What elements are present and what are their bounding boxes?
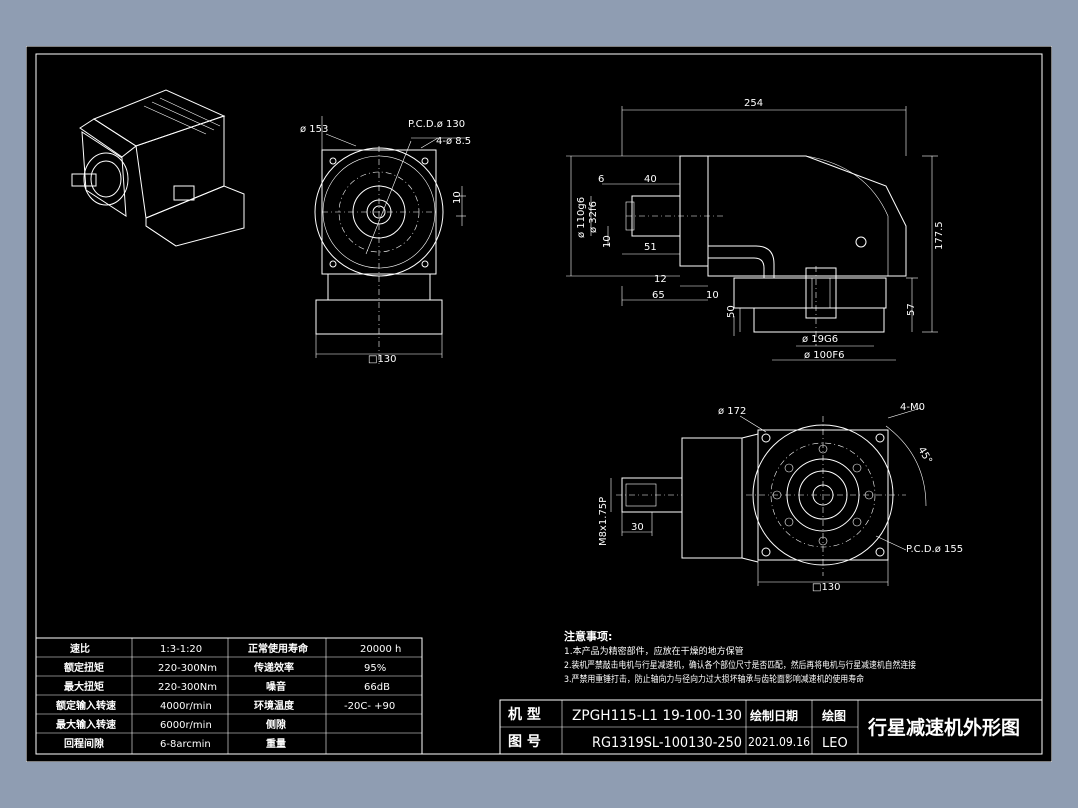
dim-front-holes: 4-ø 8.5	[436, 136, 471, 147]
dim-side-32: ø 32f6	[588, 201, 599, 233]
spec-r4-l1: 最大输入转速	[56, 718, 116, 731]
dim-side-65: 65	[652, 290, 665, 301]
dim-side-254: 254	[744, 98, 763, 109]
dim-bot-172: ø 172	[718, 406, 746, 417]
spec-r1-l2: 传递效率	[253, 661, 294, 674]
tb-model-value: ZPGH115-L1 19-100-130	[572, 708, 742, 724]
spec-r0-v1: 1:3-1:20	[160, 644, 202, 655]
side-view: 254 6 40 ø 110g6 ø 32f6 10 51 177.5 12 6…	[566, 98, 945, 361]
tb-title: 行星减速机外形图	[867, 716, 1020, 739]
tb-date-value: 2021.09.16	[748, 735, 810, 749]
spec-r3-v2: -20C- +90	[344, 701, 395, 712]
dim-side-40: 40	[644, 174, 657, 185]
tb-date-label: 绘制日期	[750, 708, 798, 723]
tb-draw-label: 绘图	[822, 708, 846, 723]
spec-r5-v1: 6-8arcmin	[160, 739, 211, 750]
dim-side-50: 50	[726, 305, 737, 318]
spec-table: 速比 1:3-1:20 正常使用寿命 20000 h 额定扭矩 220-300N…	[35, 637, 423, 755]
front-view: ø 153 P.C.D.ø 130 4-ø 8.5 10 □130	[300, 116, 471, 366]
spec-r3-v1: 4000r/min	[160, 701, 212, 712]
dim-side-19: ø 19G6	[802, 334, 838, 345]
spec-r3-l2: 环境温度	[254, 699, 295, 712]
dim-side-110: ø 110g6	[576, 197, 587, 238]
dim-bot-4m: 4-M0	[900, 402, 925, 413]
notes: 注意事项: 1.本产品为精密部件，应放在干燥的地方保管 2.装机严禁敲击电机与行…	[564, 629, 916, 685]
title-block: 机 型 ZPGH115-L1 19-100-130 图 号 RG1319SL-1…	[499, 699, 1043, 755]
spec-r0-v2: 20000 h	[360, 644, 401, 655]
notes-line-2: 2.装机严禁敲击电机与行星减速机，确认各个部位尺寸是否匹配，然后再将电机与行星减…	[564, 659, 916, 671]
dim-side-10a: 10	[602, 235, 613, 248]
notes-line-3: 3.严禁用重锤打击，防止轴向力与径向力过大损坏轴承与齿轮面影响减速机的使用寿命	[564, 673, 864, 685]
dim-side-51: 51	[644, 242, 657, 253]
spec-r0-l2: 正常使用寿命	[248, 642, 309, 655]
dim-side-100: ø 100F6	[804, 350, 845, 361]
spec-r1-v2: 95%	[364, 663, 386, 674]
spec-r2-l1: 最大扭矩	[64, 680, 104, 693]
spec-r5-l2: 重量	[266, 737, 286, 750]
dim-front-dia: ø 153	[300, 124, 328, 135]
spec-r0-l1: 速比	[70, 642, 90, 655]
dim-bot-30: 30	[631, 522, 644, 533]
tb-drawing-label: 图 号	[508, 734, 541, 750]
dim-bot-m: M8x1.75P	[598, 497, 609, 546]
dim-bot-pcd: P.C.D.ø 155	[906, 544, 963, 555]
spec-r2-v2: 66dB	[364, 682, 390, 693]
spec-r4-v1: 6000r/min	[160, 720, 212, 731]
dim-side-12: 12	[654, 274, 667, 285]
dim-side-10b: 10	[706, 290, 719, 301]
tb-model-label: 机 型	[508, 706, 541, 723]
bottom-view: ø 172 4-M0 45° M8x1.75P 30 P.C.D.ø 155 □…	[598, 402, 963, 593]
dim-front-square: □130	[368, 354, 397, 365]
cad-drawing: ø 153 P.C.D.ø 130 4-ø 8.5 10 □130	[25, 45, 1053, 763]
spec-r3-l1: 额定输入转速	[56, 699, 116, 712]
spec-r2-l2: 噪音	[266, 680, 286, 693]
dim-side-57: 57	[906, 303, 917, 316]
dim-bot-45: 45°	[915, 445, 933, 466]
notes-title: 注意事项:	[564, 629, 612, 643]
spec-r1-v1: 220-300Nm	[158, 663, 217, 674]
dim-front-pcd: P.C.D.ø 130	[408, 119, 465, 130]
drawing-sheet: ø 153 P.C.D.ø 130 4-ø 8.5 10 □130	[25, 45, 1053, 763]
dim-side-6: 6	[598, 174, 604, 185]
spec-r2-v1: 220-300Nm	[158, 682, 217, 693]
spec-r1-l1: 额定扭矩	[64, 661, 104, 674]
tb-drawer: LEO	[822, 736, 848, 751]
dim-side-1775: 177.5	[934, 221, 945, 250]
tb-drawing-value: RG1319SL-100130-250	[592, 735, 742, 751]
notes-line-1: 1.本产品为精密部件，应放在干燥的地方保管	[564, 645, 744, 657]
spec-r5-l1: 回程间隙	[64, 737, 104, 750]
dim-front-ten: 10	[452, 191, 463, 204]
isometric-view	[71, 89, 245, 247]
spec-r4-l2: 侧隙	[266, 718, 286, 731]
dim-bot-square: □130	[812, 582, 841, 593]
